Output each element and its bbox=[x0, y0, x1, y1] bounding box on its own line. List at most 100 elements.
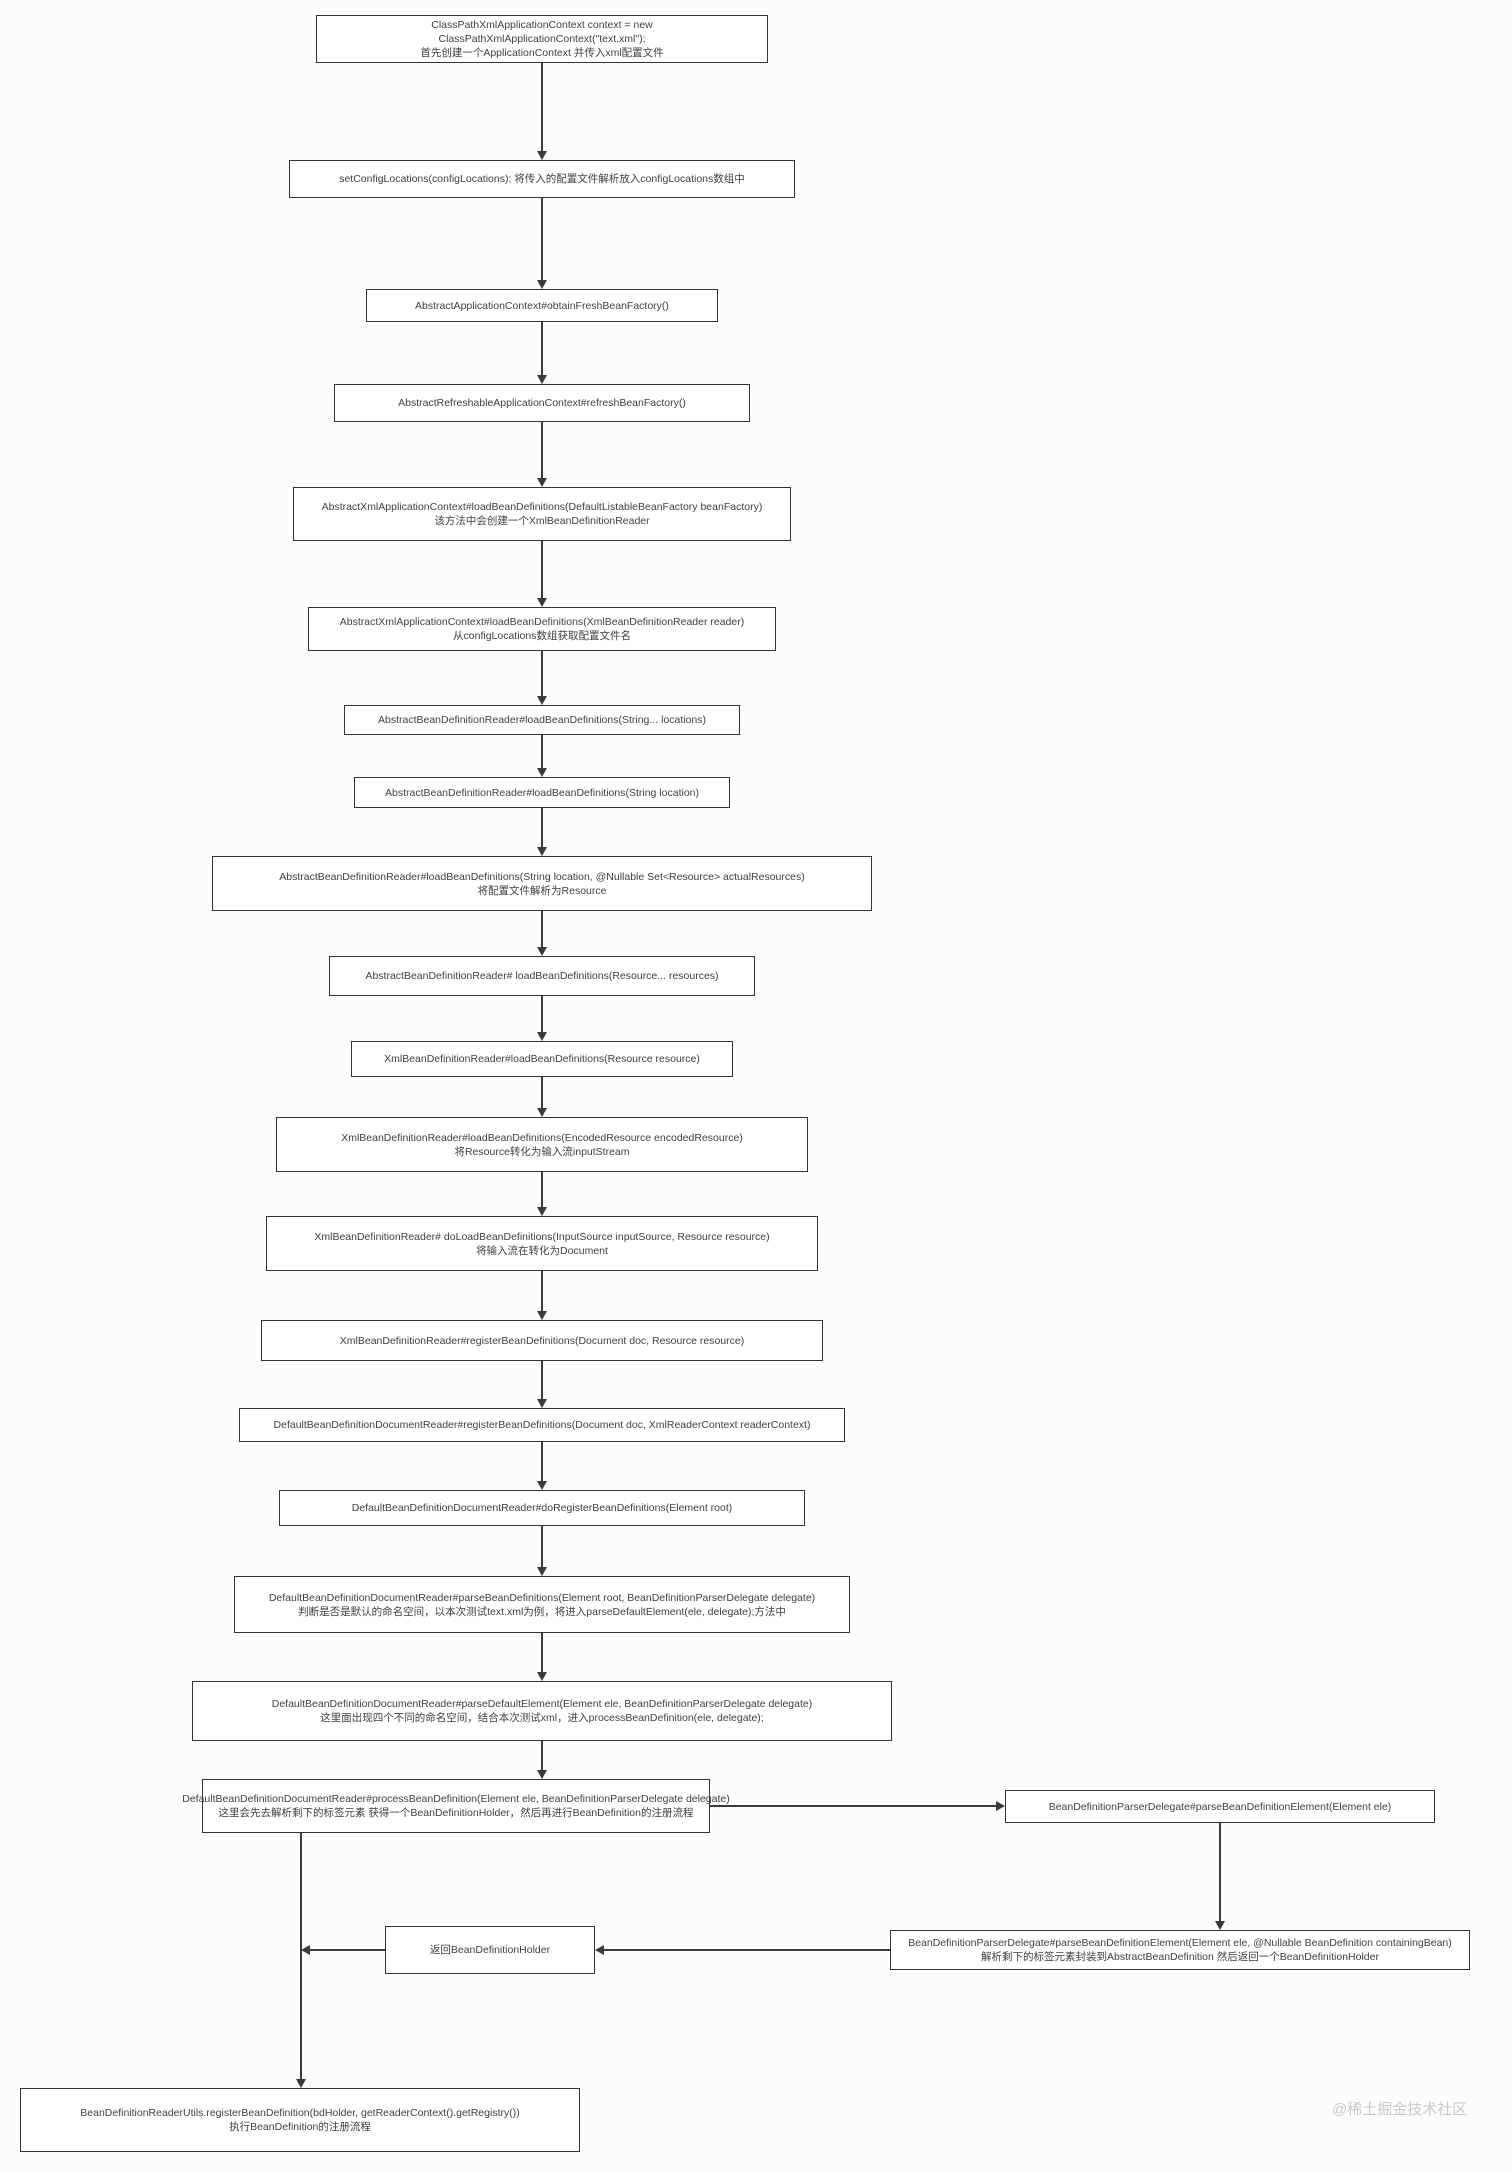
connector-line bbox=[541, 1361, 543, 1399]
arrowhead-down-icon bbox=[537, 947, 547, 956]
arrowhead-down-icon bbox=[296, 2079, 306, 2088]
arrowhead-down-icon bbox=[537, 1032, 547, 1041]
arrowhead-down-icon bbox=[537, 847, 547, 856]
node-text-line: 该方法中会创建一个XmlBeanDefinitionReader bbox=[434, 515, 650, 527]
connector-line bbox=[541, 198, 543, 280]
flow-node-load-bean-definitions-reader: AbstractXmlApplicationContext#loadBeanDe… bbox=[308, 607, 776, 651]
arrowhead-down-icon bbox=[1215, 1921, 1225, 1930]
node-text-line: ClassPathXmlApplicationContext context =… bbox=[431, 19, 653, 31]
flow-node-return-bean-definition-holder: 返回BeanDefinitionHolder bbox=[385, 1926, 595, 1974]
connector-line bbox=[310, 1949, 385, 1951]
node-text-line: 返回BeanDefinitionHolder bbox=[429, 1944, 551, 1956]
node-text-line: 将配置文件解析为Resource bbox=[477, 884, 607, 897]
flow-node-parse-default-element: DefaultBeanDefinitionDocumentReader#pars… bbox=[192, 1681, 892, 1741]
flow-node-load-bean-definitions-factory: AbstractXmlApplicationContext#loadBeanDe… bbox=[293, 487, 791, 541]
flow-node-do-load-bean-definitions: XmlBeanDefinitionReader# doLoadBeanDefin… bbox=[266, 1216, 818, 1271]
flow-node-obtain-fresh-bean-factory: AbstractApplicationContext#obtainFreshBe… bbox=[366, 289, 718, 322]
node-text-line: 判断是否是默认的命名空间，以本次测试text.xml为例，将进入parseDef… bbox=[298, 1605, 786, 1618]
node-text-line: 这里会先去解析剩下的标签元素 获得一个BeanDefinitionHolder，… bbox=[218, 1807, 694, 1819]
connector-line bbox=[541, 63, 543, 151]
node-text-line: 首先创建一个ApplicationContext 并传入xml配置文件 bbox=[420, 47, 664, 59]
connector-line bbox=[541, 996, 543, 1032]
arrowhead-down-icon bbox=[537, 1672, 547, 1681]
flow-node-load-bean-definitions-actual-resources: AbstractBeanDefinitionReader#loadBeanDef… bbox=[212, 856, 872, 911]
node-text-line: AbstractBeanDefinitionReader#loadBeanDef… bbox=[377, 714, 707, 726]
arrowhead-down-icon bbox=[537, 1399, 547, 1408]
node-text-line: BeanDefinitionReaderUtils.registerBeanDe… bbox=[80, 2107, 520, 2119]
connector-line bbox=[541, 1526, 543, 1567]
arrowhead-right-icon bbox=[996, 1801, 1005, 1811]
arrowhead-down-icon bbox=[537, 280, 547, 289]
flow-node-load-bean-definitions-resource: XmlBeanDefinitionReader#loadBeanDefiniti… bbox=[351, 1041, 733, 1077]
node-text-line: DefaultBeanDefinitionDocumentReader#pars… bbox=[271, 1698, 813, 1710]
node-text-line: XmlBeanDefinitionReader#loadBeanDefiniti… bbox=[341, 1131, 743, 1144]
node-text-line: 从configLocations数组获取配置文件名 bbox=[453, 630, 631, 642]
flow-node-set-config-locations: setConfigLocations(configLocations); 将传入… bbox=[289, 160, 795, 198]
node-text-line: 执行BeanDefinition的注册流程 bbox=[229, 2121, 371, 2133]
connector-line bbox=[541, 1172, 543, 1207]
node-text-line: ClassPathXmlApplicationContext("text.xml… bbox=[438, 33, 646, 45]
flow-node-register-bean-definitions-reader-context: DefaultBeanDefinitionDocumentReader#regi… bbox=[239, 1408, 845, 1442]
flow-node-refresh-bean-factory: AbstractRefreshableApplicationContext#re… bbox=[334, 384, 750, 422]
connector-line bbox=[541, 422, 543, 478]
arrowhead-down-icon bbox=[537, 1311, 547, 1320]
flow-node-load-bean-definitions-locations: AbstractBeanDefinitionReader#loadBeanDef… bbox=[344, 705, 740, 735]
node-text-line: AbstractBeanDefinitionReader#loadBeanDef… bbox=[279, 870, 805, 883]
connector-line bbox=[541, 1271, 543, 1311]
arrowhead-down-icon bbox=[537, 696, 547, 705]
flow-node-do-register-bean-definitions: DefaultBeanDefinitionDocumentReader#doRe… bbox=[279, 1490, 805, 1526]
node-text-line: 解析剩下的标签元素封装到AbstractBeanDefinition 然后返回一… bbox=[981, 1951, 1379, 1963]
node-text-line: AbstractXmlApplicationContext#loadBeanDe… bbox=[339, 616, 745, 628]
arrowhead-down-icon bbox=[537, 1481, 547, 1490]
connector-line bbox=[1219, 1823, 1221, 1921]
connector-line bbox=[710, 1805, 996, 1807]
arrowhead-down-icon bbox=[537, 768, 547, 777]
connector-line bbox=[541, 651, 543, 696]
arrowhead-left-icon bbox=[595, 1945, 604, 1955]
connector-line bbox=[541, 735, 543, 768]
connector-line bbox=[541, 322, 543, 375]
arrowhead-down-icon bbox=[537, 151, 547, 160]
node-text-line: DefaultBeanDefinitionDocumentReader#pars… bbox=[268, 1591, 816, 1604]
watermark-text: @稀土掘金技术社区 bbox=[1332, 2101, 1468, 2118]
node-text-line: DefaultBeanDefinitionDocumentReader#doRe… bbox=[351, 1502, 733, 1514]
node-text-line: AbstractBeanDefinitionReader#loadBeanDef… bbox=[384, 786, 699, 799]
flow-node-parse-bean-definition-element: BeanDefinitionParserDelegate#parseBeanDe… bbox=[1005, 1790, 1435, 1823]
connector-line bbox=[541, 1741, 543, 1770]
connector-line bbox=[541, 808, 543, 847]
arrowhead-down-icon bbox=[537, 1207, 547, 1216]
node-text-line: 将输入流在转化为Document bbox=[476, 1244, 608, 1257]
connector-line bbox=[541, 1633, 543, 1672]
connector-line bbox=[541, 1442, 543, 1481]
connector-line bbox=[541, 911, 543, 947]
node-text-line: XmlBeanDefinitionReader#registerBeanDefi… bbox=[339, 1334, 745, 1347]
node-text-line: AbstractRefreshableApplicationContext#re… bbox=[398, 397, 686, 409]
connector-line bbox=[604, 1949, 890, 1951]
node-text-line: BeanDefinitionParserDelegate#parseBeanDe… bbox=[908, 1937, 1452, 1949]
node-text-line: AbstractXmlApplicationContext#loadBeanDe… bbox=[321, 501, 763, 513]
flow-node-load-bean-definitions-location: AbstractBeanDefinitionReader#loadBeanDef… bbox=[354, 777, 730, 808]
arrowhead-down-icon bbox=[537, 598, 547, 607]
node-text-line: AbstractBeanDefinitionReader# loadBeanDe… bbox=[365, 970, 719, 982]
flow-node-load-bean-definitions-encoded-resource: XmlBeanDefinitionReader#loadBeanDefiniti… bbox=[276, 1117, 808, 1172]
flow-node-process-bean-definition: DefaultBeanDefinitionDocumentReader#proc… bbox=[182, 1779, 730, 1833]
node-text-line: setConfigLocations(configLocations); 将传入… bbox=[339, 173, 745, 185]
connector-line bbox=[300, 1833, 302, 2079]
flow-node-load-bean-definitions-resources: AbstractBeanDefinitionReader# loadBeanDe… bbox=[329, 956, 755, 996]
arrowhead-down-icon bbox=[537, 1567, 547, 1576]
flow-node-register-bean-definition-utils: BeanDefinitionReaderUtils.registerBeanDe… bbox=[20, 2088, 580, 2152]
node-text-line: DefaultBeanDefinitionDocumentReader#proc… bbox=[182, 1793, 730, 1805]
flow-node-parse-bean-definitions: DefaultBeanDefinitionDocumentReader#pars… bbox=[234, 1576, 850, 1633]
node-text-line: XmlBeanDefinitionReader#loadBeanDefiniti… bbox=[384, 1053, 700, 1065]
node-text-line: 将Resource转化为输入流inputStream bbox=[454, 1145, 630, 1158]
flow-node-register-bean-definitions-doc: XmlBeanDefinitionReader#registerBeanDefi… bbox=[261, 1320, 823, 1361]
connector-line bbox=[541, 1077, 543, 1108]
arrowhead-left-icon bbox=[301, 1945, 310, 1955]
node-text-line: DefaultBeanDefinitionDocumentReader#regi… bbox=[273, 1419, 811, 1431]
arrowhead-down-icon bbox=[537, 375, 547, 384]
flow-node-create-context: ClassPathXmlApplicationContext context =… bbox=[316, 15, 768, 63]
connector-line bbox=[541, 541, 543, 598]
node-text-line: BeanDefinitionParserDelegate#parseBeanDe… bbox=[1048, 1800, 1392, 1813]
node-text-line: 这里面出现四个不同的命名空间，结合本次测试xml，进入processBeanDe… bbox=[320, 1712, 764, 1724]
